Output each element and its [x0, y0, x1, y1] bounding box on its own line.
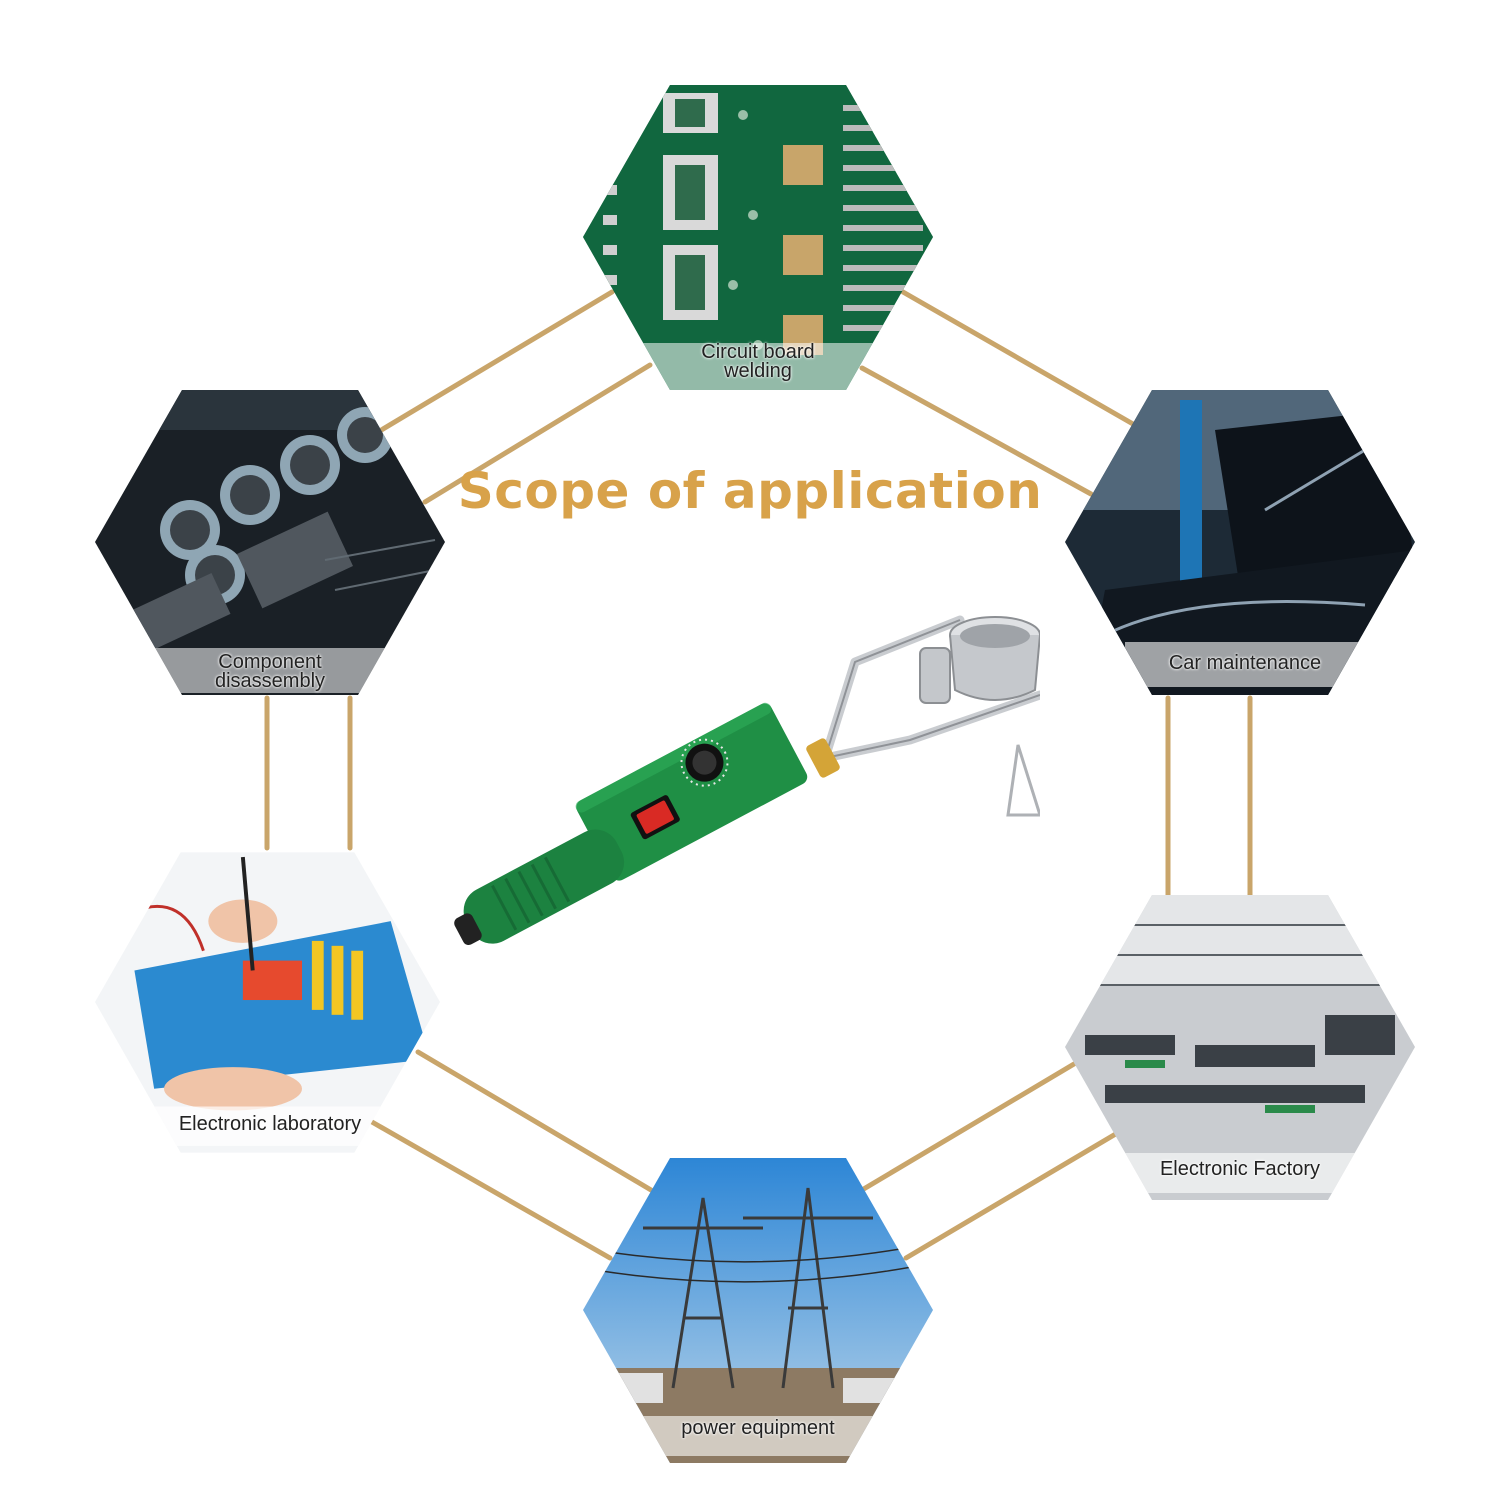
capacitor-icon	[95, 390, 445, 695]
hex-circuit-board-welding: Circuit board welding	[583, 85, 933, 390]
hex-power-equipment: power equipment	[583, 1158, 933, 1463]
hex-label: Circuit board welding	[701, 341, 815, 382]
hex-label: power equipment	[681, 1417, 835, 1439]
connector-line	[903, 1129, 1122, 1261]
hex-car-maintenance: Car maintenance	[1065, 390, 1415, 695]
hex-label: Car maintenance	[1168, 652, 1322, 674]
circuit-board-icon	[583, 85, 933, 390]
connector-line	[900, 289, 1136, 427]
connector-line	[859, 365, 1094, 497]
hex-electronic-factory: Electronic Factory	[1065, 895, 1415, 1200]
connector-line	[415, 1049, 654, 1193]
lab-icon	[95, 852, 440, 1153]
connector-line	[859, 1061, 1077, 1193]
power-tower-icon	[583, 1158, 933, 1463]
solder-pot-tool-icon	[454, 615, 1040, 946]
connector-line	[375, 289, 615, 435]
connector-line	[422, 362, 653, 505]
hex-label: Electronic laboratory	[178, 1113, 362, 1135]
hex-component-disassembly: Component disassembly	[95, 390, 445, 695]
page-title: Scope of application	[457, 462, 1043, 520]
hex-label: Electronic Factory	[1159, 1158, 1321, 1180]
car-icon	[1065, 390, 1415, 695]
factory-icon	[1065, 895, 1415, 1200]
hex-electronic-laboratory: Electronic laboratory	[95, 850, 440, 1155]
connector-line	[369, 1119, 613, 1261]
hex-label: Component disassembly	[214, 651, 326, 692]
